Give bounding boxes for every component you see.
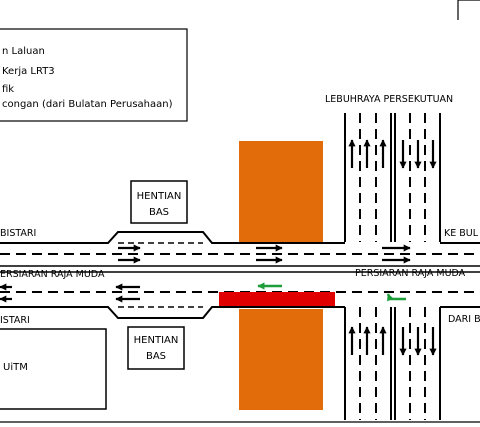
legend-item-lrt3: Kerja LRT3: [2, 66, 55, 77]
highway-south-arrows: [348, 326, 437, 356]
diversion-arrows: [257, 282, 406, 302]
lebuhraya-label: LEBUHRAYA PERSEKUTUAN: [325, 94, 453, 105]
legend-item-traffic: fik: [2, 84, 14, 95]
uitm-area: UiTM: [0, 328, 107, 410]
bus-stop-north: HENTIAN BAS: [130, 180, 188, 224]
eastbound-arrows: [118, 244, 411, 264]
lrt-work-area-north: [239, 141, 323, 242]
highway-north-lane-dashes: [359, 113, 426, 242]
highway-north-lanes: [344, 113, 441, 242]
highway-south-lane-dashes: [359, 307, 426, 420]
highway-south-lanes: [344, 307, 441, 420]
bus-bay-dashes: [118, 242, 203, 308]
lane-closure-bar: [219, 292, 335, 306]
bistari-label-top: BISTARI: [0, 228, 36, 239]
persiaran-label-left: ERSIARAN RAJA MUDA: [0, 269, 105, 280]
svg-text:HENTIAN: HENTIAN: [134, 335, 179, 346]
bistari-label-bottom: ISTARI: [0, 315, 30, 326]
legend-box: n Laluan Kerja LRT3 fik congan (dari Bul…: [0, 28, 188, 122]
bus-stop-south: HENTIAN BAS: [127, 326, 185, 370]
svg-text:HENTIAN: HENTIAN: [137, 191, 182, 202]
westbound-arrows: [0, 283, 140, 303]
dari-b-label: DARI B: [448, 314, 480, 325]
svg-text:BAS: BAS: [146, 351, 166, 362]
lrt-work-area-south: [239, 309, 323, 410]
persiaran-label-right: PERSIARAN RAJA MUDA: [355, 268, 466, 279]
svg-text:BAS: BAS: [149, 207, 169, 218]
svg-text:UiTM: UiTM: [3, 362, 28, 373]
highway-north-arrows: [348, 139, 437, 169]
ke-bulatan-label: KE BUL: [444, 228, 479, 239]
legend-item-diversion: congan (dari Bulatan Perusahaan): [2, 99, 173, 110]
legend-item-route: n Laluan: [2, 46, 45, 57]
